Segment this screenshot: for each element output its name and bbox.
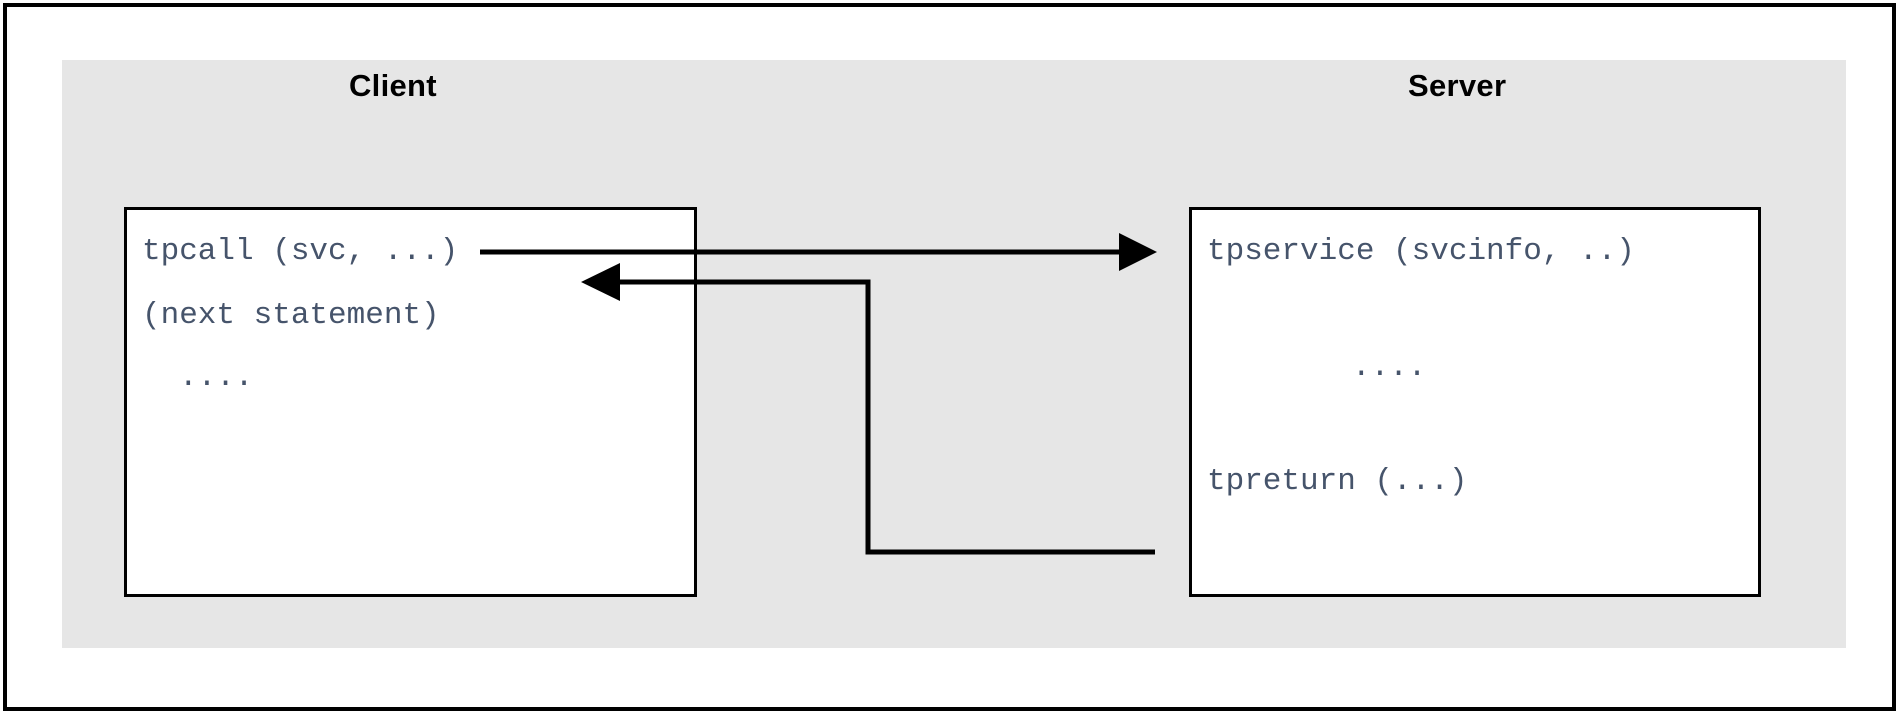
server-code-line-tpreturn: tpreturn (...)	[1207, 464, 1468, 499]
client-code-line-ellipsis: ....	[179, 360, 254, 395]
figure-outer-frame: Client Server tpcall (svc, ...) (next st…	[3, 3, 1896, 711]
client-code-line-next-statement: (next statement)	[142, 298, 440, 333]
client-column-title: Client	[349, 68, 437, 103]
client-code-line-tpcall: tpcall (svc, ...)	[142, 234, 459, 269]
server-code-line-ellipsis: ....	[1352, 350, 1427, 385]
server-code-box: tpservice (svcinfo, ..) .... tpreturn (.…	[1189, 207, 1761, 597]
client-code-box: tpcall (svc, ...) (next statement) ....	[124, 207, 697, 597]
server-code-line-tpservice: tpservice (svcinfo, ..)	[1207, 234, 1635, 269]
server-column-title: Server	[1408, 68, 1507, 103]
